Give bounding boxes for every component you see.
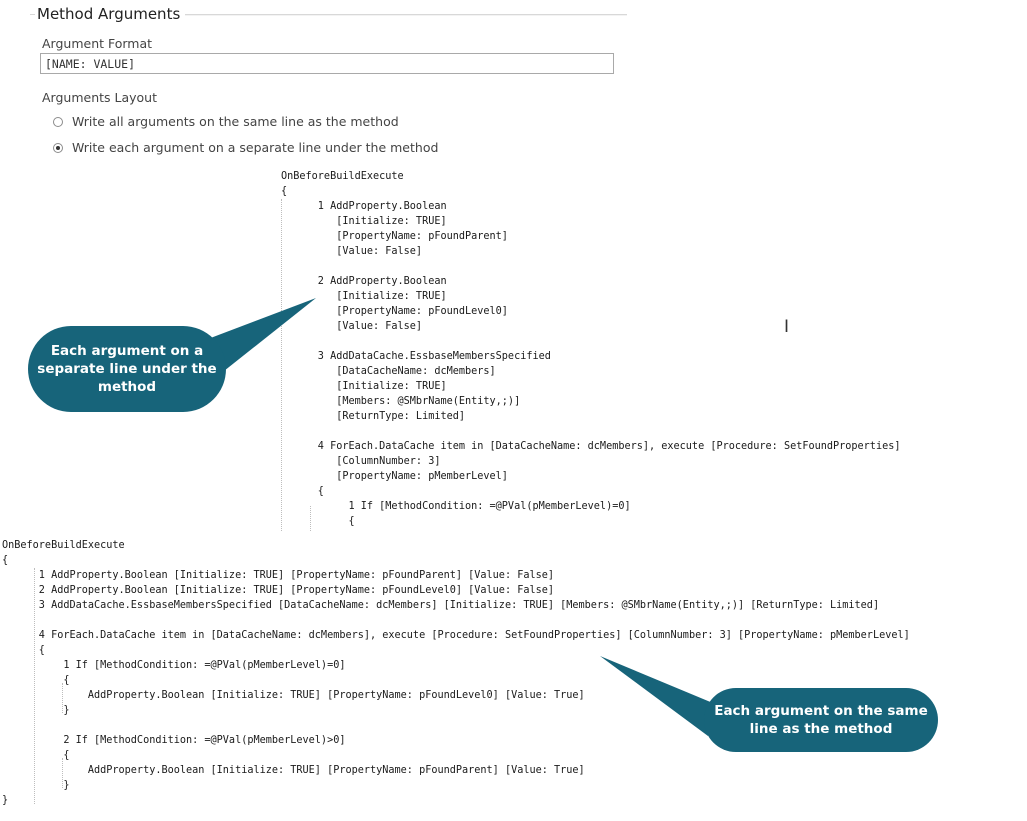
group-border-line: [185, 14, 627, 16]
callout-pointer-separate: [200, 298, 316, 371]
indent-guide: [310, 506, 311, 531]
code-line: [PropertyName: pMemberLevel]: [281, 471, 508, 482]
code-line: OnBeforeBuildExecute: [2, 540, 125, 551]
indent-guide: [62, 758, 63, 788]
indent-guide: [62, 683, 63, 713]
code-line: 1 If [MethodCondition: =@PVal(pMemberLev…: [2, 660, 346, 671]
code-line: }: [2, 705, 70, 716]
code-line: 1 If [MethodCondition: =@PVal(pMemberLev…: [281, 501, 631, 512]
group-border-left: [30, 14, 35, 15]
radio-separate-line-button[interactable]: [53, 142, 63, 153]
code-line: 3 AddDataCache.EssbaseMembersSpecified […: [2, 600, 880, 611]
radio-separate-line[interactable]: Write each argument on a separate line u…: [53, 140, 438, 155]
indent-guide: [281, 199, 282, 531]
code-line: AddProperty.Boolean [Initialize: TRUE] […: [2, 690, 585, 701]
callout-same-line: Each argument on the same line as the me…: [704, 688, 938, 752]
code-line: [Initialize: TRUE]: [281, 381, 447, 392]
code-line: 4 ForEach.DataCache item in [DataCacheNa…: [281, 441, 901, 452]
code-line: 2 If [MethodCondition: =@PVal(pMemberLev…: [2, 735, 346, 746]
code-line: }: [2, 795, 9, 806]
code-line: [Members: @SMbrName(Entity,;)]: [281, 396, 521, 407]
code-line: [ColumnNumber: 3]: [281, 456, 441, 467]
code-line: 3 AddDataCache.EssbaseMembersSpecified: [281, 351, 551, 362]
code-line: [Initialize: TRUE]: [281, 216, 447, 227]
code-lines: OnBeforeBuildExecute { 1 AddProperty.Bool…: [2, 538, 910, 808]
indent-guide: [34, 568, 35, 804]
code-lines: OnBeforeBuildExecute { 1 AddProperty.Bool…: [281, 169, 900, 529]
argument-format-field[interactable]: [NAME: VALUE]: [40, 53, 614, 74]
code-line: OnBeforeBuildExecute: [281, 171, 404, 182]
radio-same-line-label: Write all arguments on the same line as …: [72, 114, 399, 129]
code-line: AddProperty.Boolean [Initialize: TRUE] […: [2, 765, 585, 776]
code-line: {: [281, 486, 324, 497]
code-line: 2 AddProperty.Boolean [Initialize: TRUE]…: [2, 585, 555, 596]
code-line: 4 ForEach.DataCache item in [DataCacheNa…: [2, 630, 910, 641]
code-line: 2 AddProperty.Boolean: [281, 276, 447, 287]
callout-pointer-same-line: [600, 656, 720, 736]
code-line: [DataCacheName: dcMembers]: [281, 366, 496, 377]
radio-separate-line-label: Write each argument on a separate line u…: [72, 140, 439, 155]
code-line: [Value: False]: [281, 246, 423, 257]
code-line: [PropertyName: pFoundParent]: [281, 231, 508, 242]
code-line: }: [2, 780, 70, 791]
preview-same-line: OnBeforeBuildExecute { 1 AddProperty.Bool…: [2, 538, 1027, 813]
code-line: [Initialize: TRUE]: [281, 291, 447, 302]
code-line: [PropertyName: pFoundLevel0]: [281, 306, 508, 317]
radio-same-line[interactable]: Write all arguments on the same line as …: [53, 114, 399, 129]
code-line: {: [2, 750, 70, 761]
code-line: {: [2, 675, 70, 686]
code-line: 1 AddProperty.Boolean [Initialize: TRUE]…: [2, 570, 555, 581]
argument-format-label: Argument Format: [42, 36, 153, 51]
code-line: 1 AddProperty.Boolean: [281, 201, 447, 212]
callout-separate-line: Each argument on a separate line under t…: [28, 326, 226, 412]
text-cursor-icon: I: [784, 317, 790, 337]
radio-same-line-button[interactable]: [53, 116, 63, 127]
code-line: {: [2, 555, 9, 566]
group-title: Method Arguments: [37, 5, 181, 23]
arguments-layout-label: Arguments Layout: [42, 90, 157, 105]
code-line: [Value: False]: [281, 321, 423, 332]
code-line: {: [2, 645, 45, 656]
preview-separate-lines: OnBeforeBuildExecute { 1 AddProperty.Bool…: [281, 169, 1001, 531]
code-line: {: [281, 186, 288, 197]
code-line: {: [281, 516, 355, 527]
code-line: [ReturnType: Limited]: [281, 411, 466, 422]
